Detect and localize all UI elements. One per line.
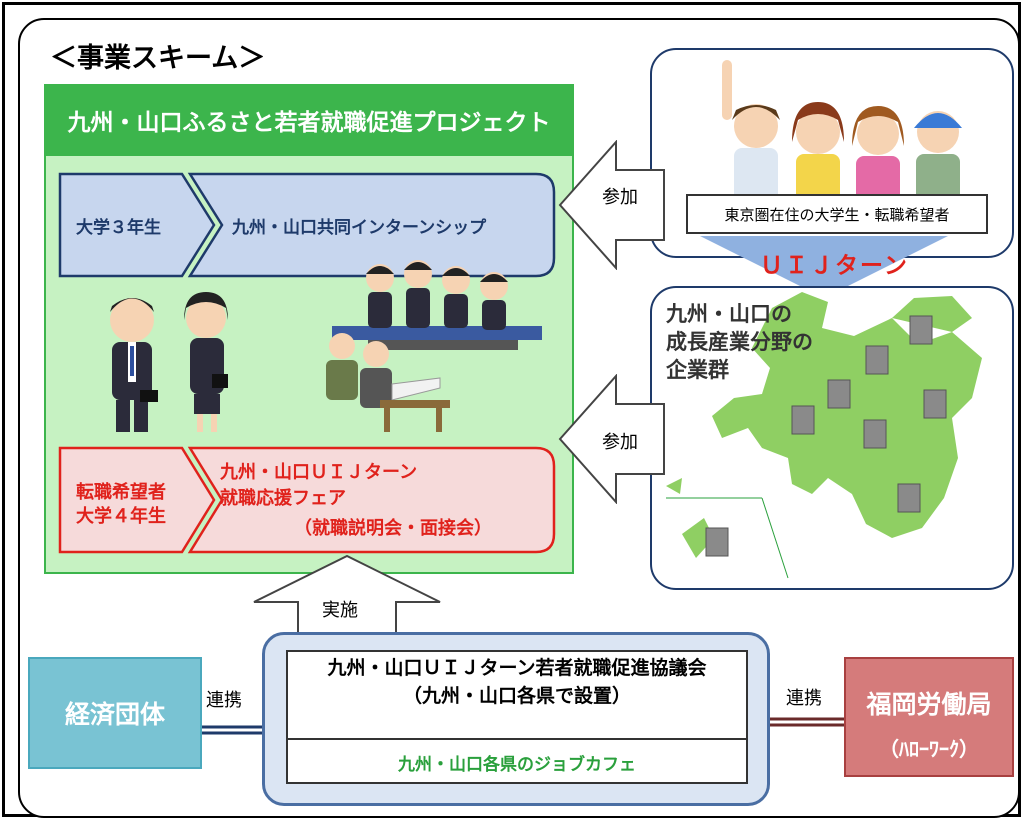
fukuoka-labour-bureau-box: 福岡労働局 （ﾊﾛｰﾜｰｸ） [844,657,1014,777]
uij-turn-label: ＵＩＪターン [760,253,909,279]
uij-turn-arrow [700,236,948,298]
interviewers-icon [326,333,450,432]
kyushu-map-illustration [666,292,982,579]
companies-box [650,286,1014,590]
economic-organizations-box: 経済団体 [28,657,202,769]
internship-program: 九州・山口共同インターンシップ [232,218,487,238]
company-building-icon [705,315,947,557]
implement-arrow [253,554,441,651]
join-arrow-top [558,140,665,270]
internship-target: 大学３年生 [76,218,161,238]
left-link-label: 連携 [206,690,242,711]
male-student-icon [110,298,158,432]
fair-row [58,446,556,554]
fair-program-3: （就職説明会・面接会） [294,518,492,539]
join-arrow-bottom [558,374,665,504]
jobcafe-label: 九州・山口各県のジョブカフェ [286,738,748,784]
fair-program-2: 就職応援フェア [220,488,346,509]
project-title: 九州・山口ふるさと若者就職促進プロジェクト [44,84,574,156]
council-name: 九州・山口ＵＩＪターン若者就職促進協議会 （九州・山口各県で設置） [327,657,707,707]
internship-row [58,172,556,278]
female-student-icon [184,292,228,432]
person-1-icon [722,60,780,208]
right-link-line [770,717,844,727]
join-label-bottom: 参加 [602,432,638,453]
right-link-label: 連携 [786,688,822,709]
council-inner [286,650,748,784]
companies-title: 九州・山口の 成長産業分野の 企業群 [666,302,813,382]
left-link-line [202,725,262,735]
fair-target-1: 転職希望者 [76,482,166,503]
fair-target-2: 大学４年生 [76,506,166,527]
scheme-title: ＜事業スキーム＞ [50,43,266,74]
job-hunting-illustration [110,260,542,432]
join-label-top: 参加 [602,187,638,208]
implement-label: 実施 [322,600,358,621]
fair-program-1: 九州・山口ＵＩＪターン [220,462,418,483]
participants-caption: 東京圏在住の大学生・転職希望者 [686,194,988,234]
seated-candidates-icon [332,260,542,350]
